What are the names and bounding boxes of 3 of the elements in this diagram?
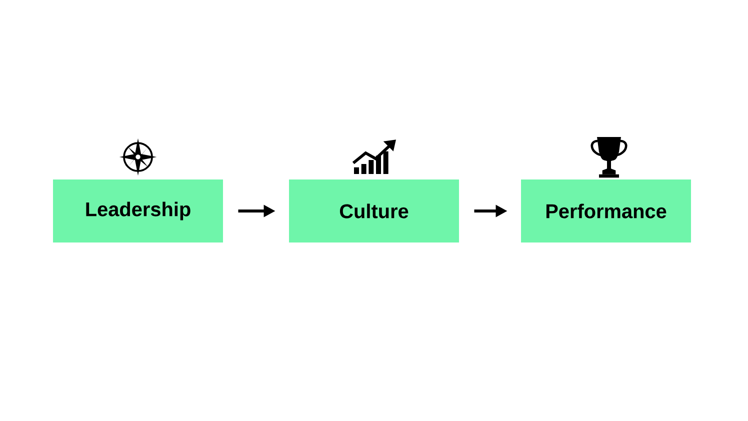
process-box: Culture [289,180,459,242]
process-box: Leadership [53,180,223,242]
process-box: Performance [521,180,691,242]
